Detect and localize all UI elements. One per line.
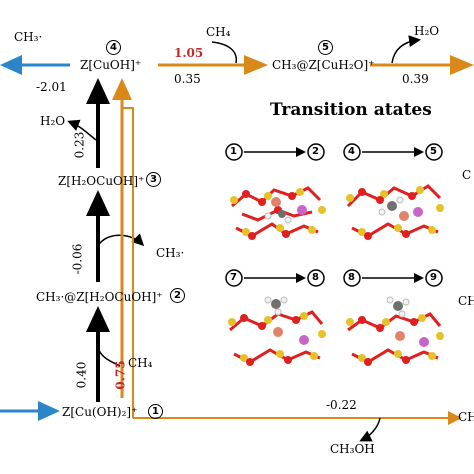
energy-up-lower-red: 0.75 bbox=[113, 360, 128, 390]
ch3-curve-mid bbox=[97, 233, 145, 247]
ts-from-7: 7 bbox=[230, 272, 237, 283]
right-cut-text-3: CH bbox=[458, 410, 474, 424]
ts-panel-7-8: 7 8 bbox=[222, 264, 332, 374]
circle-num-4: 4 bbox=[106, 40, 121, 55]
ts-panel-4-5: 4 5 bbox=[340, 138, 450, 248]
circle-num-1: 1 bbox=[148, 404, 163, 419]
h2o-left: H₂O bbox=[40, 114, 66, 128]
blue-arrowhead-top bbox=[0, 55, 22, 75]
h2o-curve-left bbox=[67, 119, 97, 141]
ts-header-1-2 bbox=[225, 143, 325, 161]
energy-top: 0.35 bbox=[174, 72, 201, 86]
ch4-top: CH₄ bbox=[206, 25, 231, 39]
ts-from-1: 1 bbox=[230, 146, 237, 157]
ts-from-4: 4 bbox=[348, 146, 355, 157]
right-cut-text-2: CH bbox=[458, 294, 474, 308]
energy-up-upper: 0.23 bbox=[72, 131, 87, 159]
ts-panel-1-2: 1 2 bbox=[222, 138, 332, 248]
orange-arrowhead-4-5 bbox=[244, 55, 268, 75]
ch3-radical-left: CH₃· bbox=[14, 30, 43, 44]
ts-from-8: 8 bbox=[348, 272, 355, 283]
orange-arrowhead-right bbox=[450, 55, 474, 75]
orange-line-bottom bbox=[135, 110, 137, 120]
ts-header-7-8 bbox=[225, 269, 325, 287]
ch3oh-curve-bottom bbox=[359, 417, 381, 442]
species-cuoh2: Z[Cu(OH)₂]⁺ bbox=[62, 405, 138, 419]
right-cut-text-1: C bbox=[462, 168, 472, 182]
ch3oh-bottom: CH₃OH bbox=[330, 442, 375, 456]
h2o-curve-top bbox=[391, 35, 421, 64]
black-arrowhead-1-2 bbox=[86, 306, 110, 332]
ch3-radical-mid: CH₃· bbox=[156, 246, 185, 260]
ch4-curve-top bbox=[211, 41, 238, 64]
ch4-mid: CH₄ bbox=[128, 356, 153, 370]
ts-molecule-8-9 bbox=[346, 296, 444, 366]
species-ch3-cuh2o: CH₃@Z[CuH₂O]⁺ bbox=[272, 58, 375, 72]
ts-to-9: 9 bbox=[430, 272, 437, 283]
energy-up-lower: 0.40 bbox=[74, 361, 89, 389]
ts-molecule-4-5 bbox=[346, 184, 444, 240]
ts-molecule-1-2 bbox=[230, 186, 326, 240]
energy-left: -2.01 bbox=[36, 80, 67, 94]
ts-title: Transition atates bbox=[270, 100, 432, 120]
h2o-top-right: H₂O bbox=[414, 24, 440, 38]
circle-num-3: 3 bbox=[146, 172, 161, 187]
ts-to-8: 8 bbox=[312, 272, 319, 283]
energy-up-mid: -0.06 bbox=[70, 243, 85, 275]
energy-top-right: 0.39 bbox=[402, 72, 429, 86]
species-h2ocuoh: Z[H₂OCuOH]⁺ bbox=[58, 174, 145, 188]
ts-panel-8-9: 8 9 bbox=[340, 264, 450, 374]
orange-link-cuoh bbox=[122, 107, 134, 418]
ts-to-5: 5 bbox=[430, 146, 437, 157]
species-cuoh: Z[CuOH]⁺ bbox=[80, 58, 142, 72]
species-ch3-h2ocuoh: CH₃·@Z[H₂OCuOH]⁺ bbox=[36, 290, 163, 304]
black-arrowhead-2-3 bbox=[86, 190, 110, 216]
ts-header-4-5 bbox=[343, 143, 443, 161]
ts-molecule-7-8 bbox=[228, 296, 326, 366]
ts-to-2: 2 bbox=[312, 146, 319, 157]
ch4-curve-mid bbox=[98, 349, 121, 367]
black-arrowhead-3-4 bbox=[86, 78, 110, 104]
ts-header-8-9 bbox=[343, 269, 443, 287]
orange-arrowhead-up bbox=[112, 78, 132, 100]
orange-arrowhead-bottom bbox=[448, 411, 462, 425]
energy-top-red: 1.05 bbox=[174, 46, 204, 60]
circle-num-2: 2 bbox=[170, 288, 185, 303]
energy-bottom: -0.22 bbox=[326, 398, 357, 412]
blue-arrowhead-bottom bbox=[38, 401, 60, 421]
circle-num-5: 5 bbox=[318, 40, 333, 55]
